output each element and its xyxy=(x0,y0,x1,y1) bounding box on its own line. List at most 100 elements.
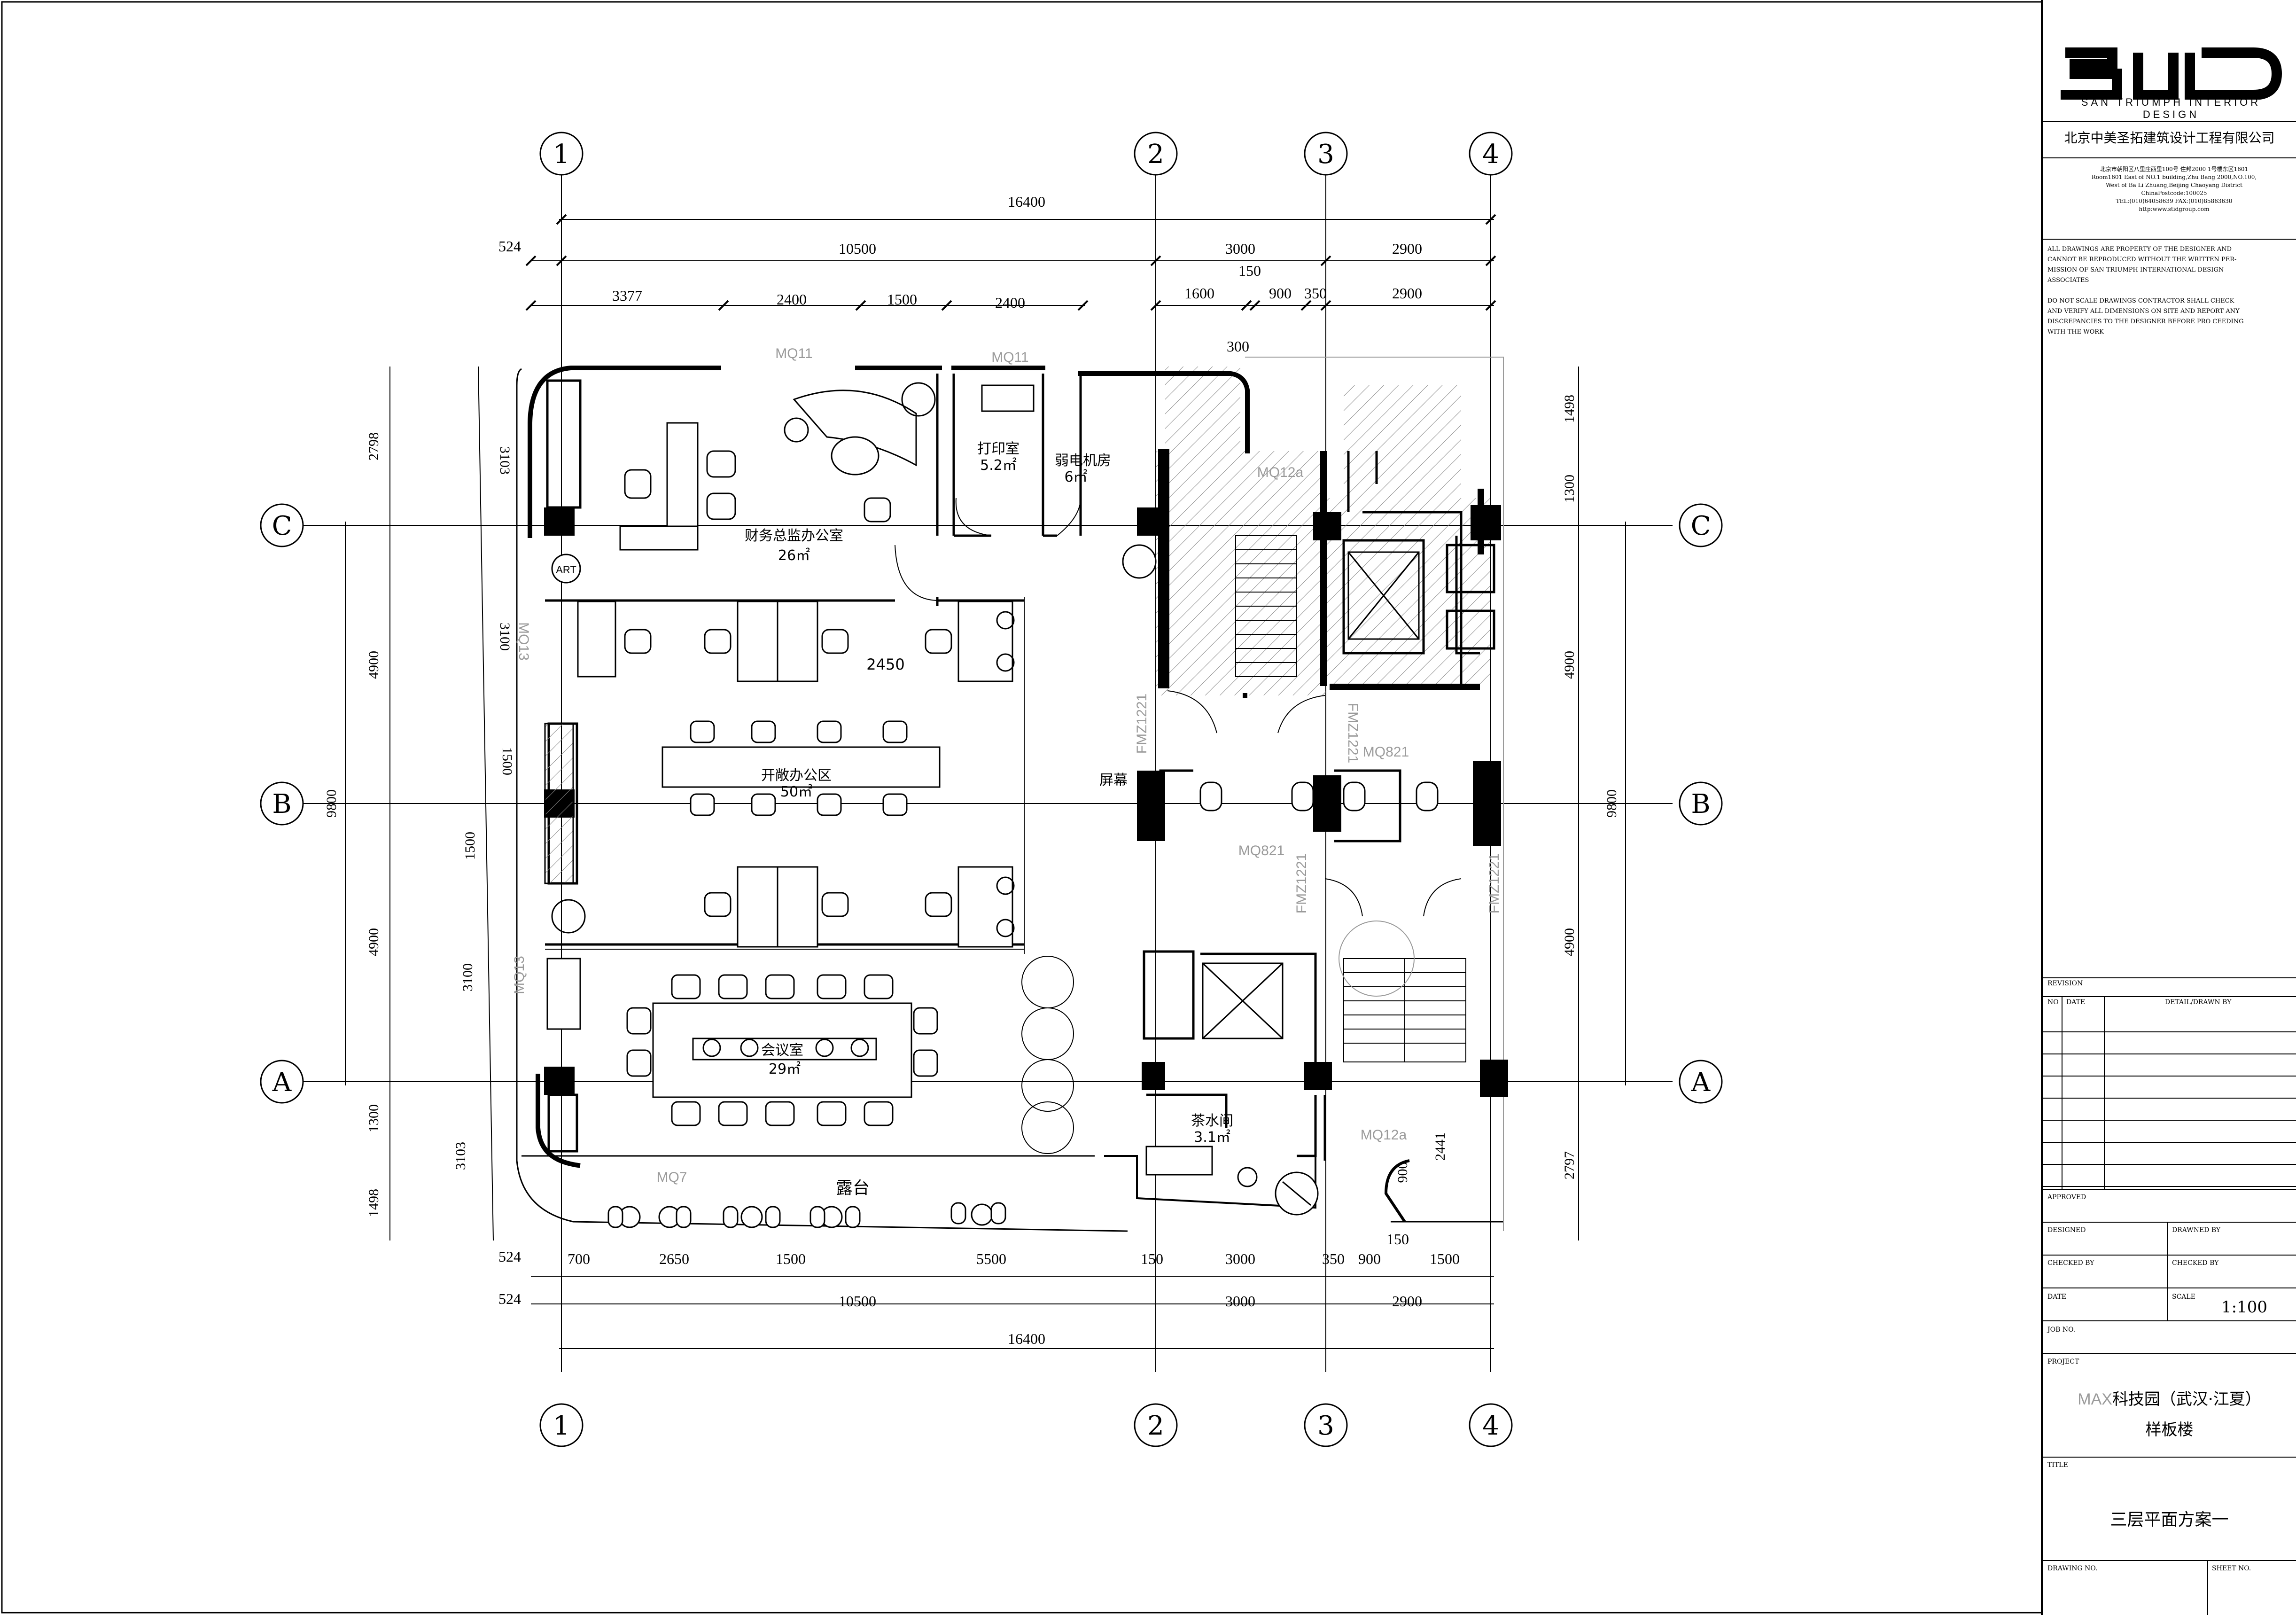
dim-bot2-3000: 3000 xyxy=(1225,1293,1255,1310)
project-name: MAX科技园（武汉·江夏） xyxy=(2078,1390,2261,1409)
dim-bot-150b: 150 xyxy=(1386,1231,1409,1248)
tag-mq11-a: MQ11 xyxy=(775,346,812,361)
drawing-no-label: DRAWING NO. xyxy=(2047,1565,2098,1572)
dim-top-1500: 1500 xyxy=(887,291,917,308)
room-name-meeting: 会议室 xyxy=(761,1042,803,1059)
plant-icon xyxy=(702,1038,721,1057)
dim-2450: 2450 xyxy=(866,655,904,673)
dim-top-2400a: 2400 xyxy=(777,291,807,308)
room-name-director: 财务总监办公室 xyxy=(745,528,843,544)
grid-label-left-b: B xyxy=(272,789,291,819)
designed-label: DESIGNED xyxy=(2047,1226,2086,1234)
grid-label-bottom-2: 2 xyxy=(1147,1411,1164,1441)
column-a4 xyxy=(1480,1060,1508,1097)
date-label: DATE xyxy=(2047,1293,2067,1301)
tag-mq821-b: MQ821 xyxy=(1238,843,1284,858)
column-a2 xyxy=(1142,1062,1165,1090)
room-area-open-office: 50㎡ xyxy=(780,784,812,800)
plant-icon xyxy=(850,1038,869,1057)
art-marker xyxy=(551,554,581,584)
tag-fmz1221-c: FMZ1221 xyxy=(1294,853,1309,913)
tag-mq12a-a: MQ12a xyxy=(1257,465,1304,480)
dim-top-2400b: 2400 xyxy=(995,294,1025,311)
checked-by-label: CHECKED BY xyxy=(2047,1259,2094,1267)
plant-icon xyxy=(815,1038,834,1057)
grid-label-left-c: C xyxy=(272,511,292,541)
column-a1 xyxy=(544,1067,575,1095)
room-name-print: 打印室 xyxy=(977,441,1020,457)
tag-mq11-b: MQ11 xyxy=(991,350,1028,365)
room-area-tea: 3.1㎡ xyxy=(1194,1129,1230,1146)
tag-fmz1221-b: FMZ1221 xyxy=(1345,703,1361,763)
brand-tagline: SAN TRIUMPH INTERIOR DESIGN xyxy=(2081,96,2261,120)
sheet-no-label: SHEET NO. xyxy=(2212,1565,2251,1572)
dim-top-2900b: 2900 xyxy=(1392,285,1422,302)
dim-right-4900b: 4900 xyxy=(1562,928,1577,956)
column-b4 xyxy=(1473,761,1501,846)
drawing-title: 三层平面方案一 xyxy=(2110,1510,2229,1529)
dim-right-9800: 9800 xyxy=(1604,789,1619,818)
grid-label-right-c: C xyxy=(1691,511,1711,541)
dim-bot2-524: 524 xyxy=(498,1290,521,1307)
title-label: TITLE xyxy=(2047,1461,2068,1469)
company-name: 北京中美圣拓建筑设计工程有限公司 xyxy=(2064,130,2275,146)
tag-mq821-a: MQ821 xyxy=(1363,744,1409,760)
grid-label-top-1: 1 xyxy=(553,139,570,170)
room-name-weak-current: 弱电机房 xyxy=(1055,453,1111,469)
dim-right-1300: 1300 xyxy=(1562,475,1577,503)
grid-label-left-a: A xyxy=(272,1067,292,1098)
tag-fmz1221-a: FMZ1221 xyxy=(1134,694,1150,754)
dim-bot-total: 16400 xyxy=(1008,1330,1045,1347)
column-c4 xyxy=(1471,505,1501,540)
plant-icon xyxy=(551,899,586,934)
grid-label-bottom-3: 3 xyxy=(1317,1411,1334,1441)
legal-notice: ALL DRAWINGS ARE PROPERTY OF THE DESIGNE… xyxy=(2047,246,2244,335)
dim-top-3000: 3000 xyxy=(1225,240,1255,257)
dim-right-2441: 2441 xyxy=(1432,1132,1448,1161)
dim-top-524: 524 xyxy=(498,238,521,255)
floor-plan-drawing: 1 2 3 4 1 2 3 4 C B A C B A xyxy=(1,1,2041,1614)
room-name-screen: 屏幕 xyxy=(1099,772,1128,788)
room-area-director: 26㎡ xyxy=(778,547,810,564)
column-c1 xyxy=(544,507,575,536)
grid-label-top-4: 4 xyxy=(1482,139,1499,170)
checked-by-label-2: CHECKED BY xyxy=(2172,1259,2219,1267)
tag-mq7: MQ7 xyxy=(656,1170,687,1185)
dim-bot-1500b: 1500 xyxy=(1430,1250,1460,1267)
grid-label-bottom-4: 4 xyxy=(1482,1411,1499,1441)
drawned-by-label: DRAWNED BY xyxy=(2172,1226,2221,1234)
revision-col-date: DATE xyxy=(2066,999,2086,1006)
dim-top-10500: 10500 xyxy=(839,240,876,257)
dim-top-350: 350 xyxy=(1304,285,1327,302)
open-office-table xyxy=(662,746,941,788)
dim-top-900: 900 xyxy=(1269,285,1292,302)
tag-mq13-a: MQ13 xyxy=(516,622,531,661)
revision-col-no: NO xyxy=(2047,999,2059,1006)
tag-mq13-b: MQ13 xyxy=(512,956,527,994)
address-block: 北京市朝阳区八里庄西里100号 住邦2000 1号楼东区1601 Room160… xyxy=(2091,166,2257,212)
tag-fmz1221-d: FMZ1221 xyxy=(1487,853,1502,913)
dim-bot-5500: 5500 xyxy=(976,1250,1006,1267)
room-area-print: 5.2㎡ xyxy=(980,457,1017,474)
plant-icon xyxy=(996,611,1015,630)
dim-left-1498: 1498 xyxy=(366,1189,381,1217)
column-a3 xyxy=(1304,1062,1332,1090)
grid-label-top-3: 3 xyxy=(1317,139,1334,170)
plant-icon xyxy=(996,653,1015,672)
dim-bot2-10500: 10500 xyxy=(839,1293,876,1310)
dim-bot-150: 150 xyxy=(1141,1250,1163,1267)
plant-icon xyxy=(901,382,936,417)
column-b3 xyxy=(1313,775,1341,832)
dim-left-3100a: 3100 xyxy=(497,623,513,651)
lift-shaft-upper xyxy=(1347,551,1420,640)
sid-logo-icon xyxy=(2061,47,2282,100)
room-name-tea: 茶水间 xyxy=(1191,1113,1233,1129)
revision-col-detail: DETAIL/DRAWN BY xyxy=(2165,999,2232,1006)
room-area-weak-current: 6㎡ xyxy=(1064,469,1087,485)
plant-icon xyxy=(996,919,1015,937)
title-block: SAN TRIUMPH INTERIOR DESIGN 北京中美圣拓建筑设计工程… xyxy=(2041,0,2296,1615)
art-label: ART xyxy=(556,564,576,576)
column-c3 xyxy=(1313,512,1341,540)
job-no-label: JOB NO. xyxy=(2047,1326,2076,1334)
dim-left-2798: 2798 xyxy=(366,432,381,460)
